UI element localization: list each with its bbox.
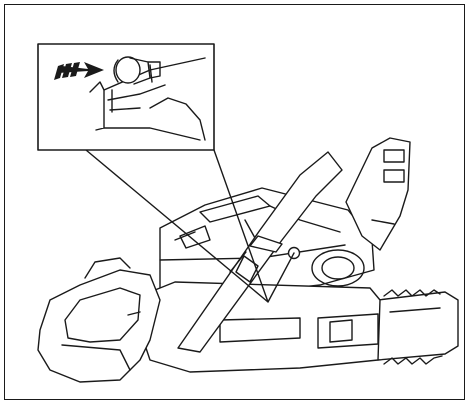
leader-line [85, 149, 295, 303]
hand-guard [345, 137, 411, 251]
engine-body [37, 187, 381, 383]
front-handle [177, 151, 343, 353]
push-arrow-icon [54, 62, 104, 80]
guide-bar [377, 289, 459, 365]
primer-button-icon [115, 56, 141, 84]
inset-detail-content [89, 56, 206, 141]
